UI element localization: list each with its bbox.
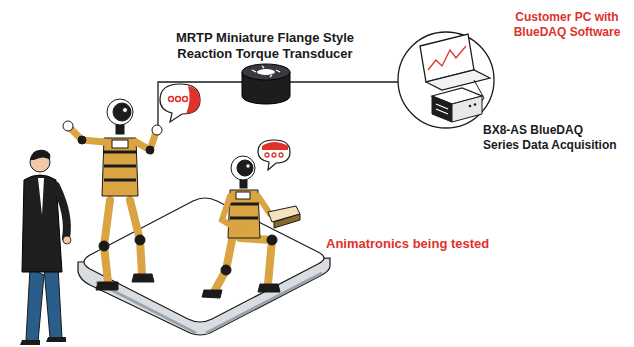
- data-acquisition-box: [432, 88, 482, 122]
- person: [20, 337, 66, 345]
- animatronic-robot: [104, 152, 136, 180]
- animatronic-robot: [214, 240, 232, 292]
- animatronic-robot: [202, 284, 280, 298]
- pc-callout-circle: [398, 32, 494, 128]
- animatronic-robot: [152, 125, 162, 135]
- speech-bubble: [262, 142, 288, 150]
- test-platform: [78, 198, 330, 335]
- note-label: Animatronics being tested: [326, 236, 526, 252]
- speech-bubble: [169, 97, 174, 102]
- person: [63, 236, 71, 244]
- torque-transducer: [257, 69, 275, 75]
- animatronic-robot: [222, 196, 238, 230]
- animatronic-robot: [102, 138, 138, 196]
- animatronic-robot: [146, 146, 154, 154]
- animatronic-robot: [78, 136, 86, 144]
- animatronic-robot: [96, 274, 154, 290]
- animatronic-robot: [63, 121, 73, 131]
- test-platform: [84, 198, 324, 322]
- speech-bubble: [176, 97, 181, 102]
- part-label: MRTP Miniature Flange Style Reaction Tor…: [165, 30, 365, 63]
- person: [44, 266, 62, 338]
- data-acquisition-box: [469, 105, 472, 108]
- animatronic-robot: [123, 108, 128, 113]
- torque-transducer: [242, 64, 290, 80]
- speech-bubble: [183, 97, 188, 102]
- speech-bubble: [186, 86, 200, 114]
- animatronic-robot: [246, 164, 250, 168]
- speech-bubble: [265, 153, 269, 157]
- animatronic-robot: [228, 190, 260, 238]
- speech-bubble: [279, 153, 283, 157]
- part-label: BX8-AS BlueDAQ Series Data Acquisition: [483, 123, 620, 153]
- animatronic-robot: [221, 265, 231, 275]
- animatronic-robot: [112, 140, 128, 148]
- laptop: [420, 34, 490, 104]
- person: [26, 268, 44, 342]
- torque-transducer: [252, 66, 280, 77]
- speech-bubble: [160, 84, 200, 122]
- person: [30, 150, 50, 160]
- animatronic-robot: [113, 103, 131, 121]
- animatronic-robot: [236, 192, 250, 199]
- pc-callout-circle: [398, 32, 494, 128]
- data-acquisition-box: [432, 96, 452, 122]
- laptop: [426, 70, 490, 90]
- animatronic-robot: [202, 156, 300, 298]
- animatronic-robot: [70, 128, 104, 142]
- animatronic-robot: [240, 238, 272, 284]
- animatronic-robot: [231, 156, 255, 180]
- torque-transducer: [242, 64, 290, 104]
- animatronic-robot: [237, 160, 253, 176]
- animatronic-robot: [99, 241, 109, 251]
- animatronic-robot: [107, 99, 133, 125]
- person: [20, 150, 71, 345]
- data-acquisition-box: [436, 104, 448, 114]
- speech-bubble: [258, 140, 290, 170]
- person: [56, 186, 67, 238]
- signal-wire: [290, 81, 398, 82]
- animatronic-robot: [267, 235, 277, 245]
- speech-bubble: [160, 84, 200, 122]
- laptop: [428, 46, 466, 70]
- speech-bubble: [258, 140, 290, 170]
- person: [38, 178, 44, 215]
- data-acquisition-box: [474, 103, 477, 106]
- animatronic-robot: [63, 99, 162, 290]
- animatronic-robot: [274, 214, 300, 228]
- data-acquisition-box: [452, 96, 482, 122]
- signal-wire: [158, 82, 242, 128]
- animatronic-robot: [230, 204, 258, 218]
- speech-bubble: [272, 153, 276, 157]
- animatronic-robot: [135, 235, 145, 245]
- part-label: Customer PC with BlueDAQ Software: [509, 10, 625, 40]
